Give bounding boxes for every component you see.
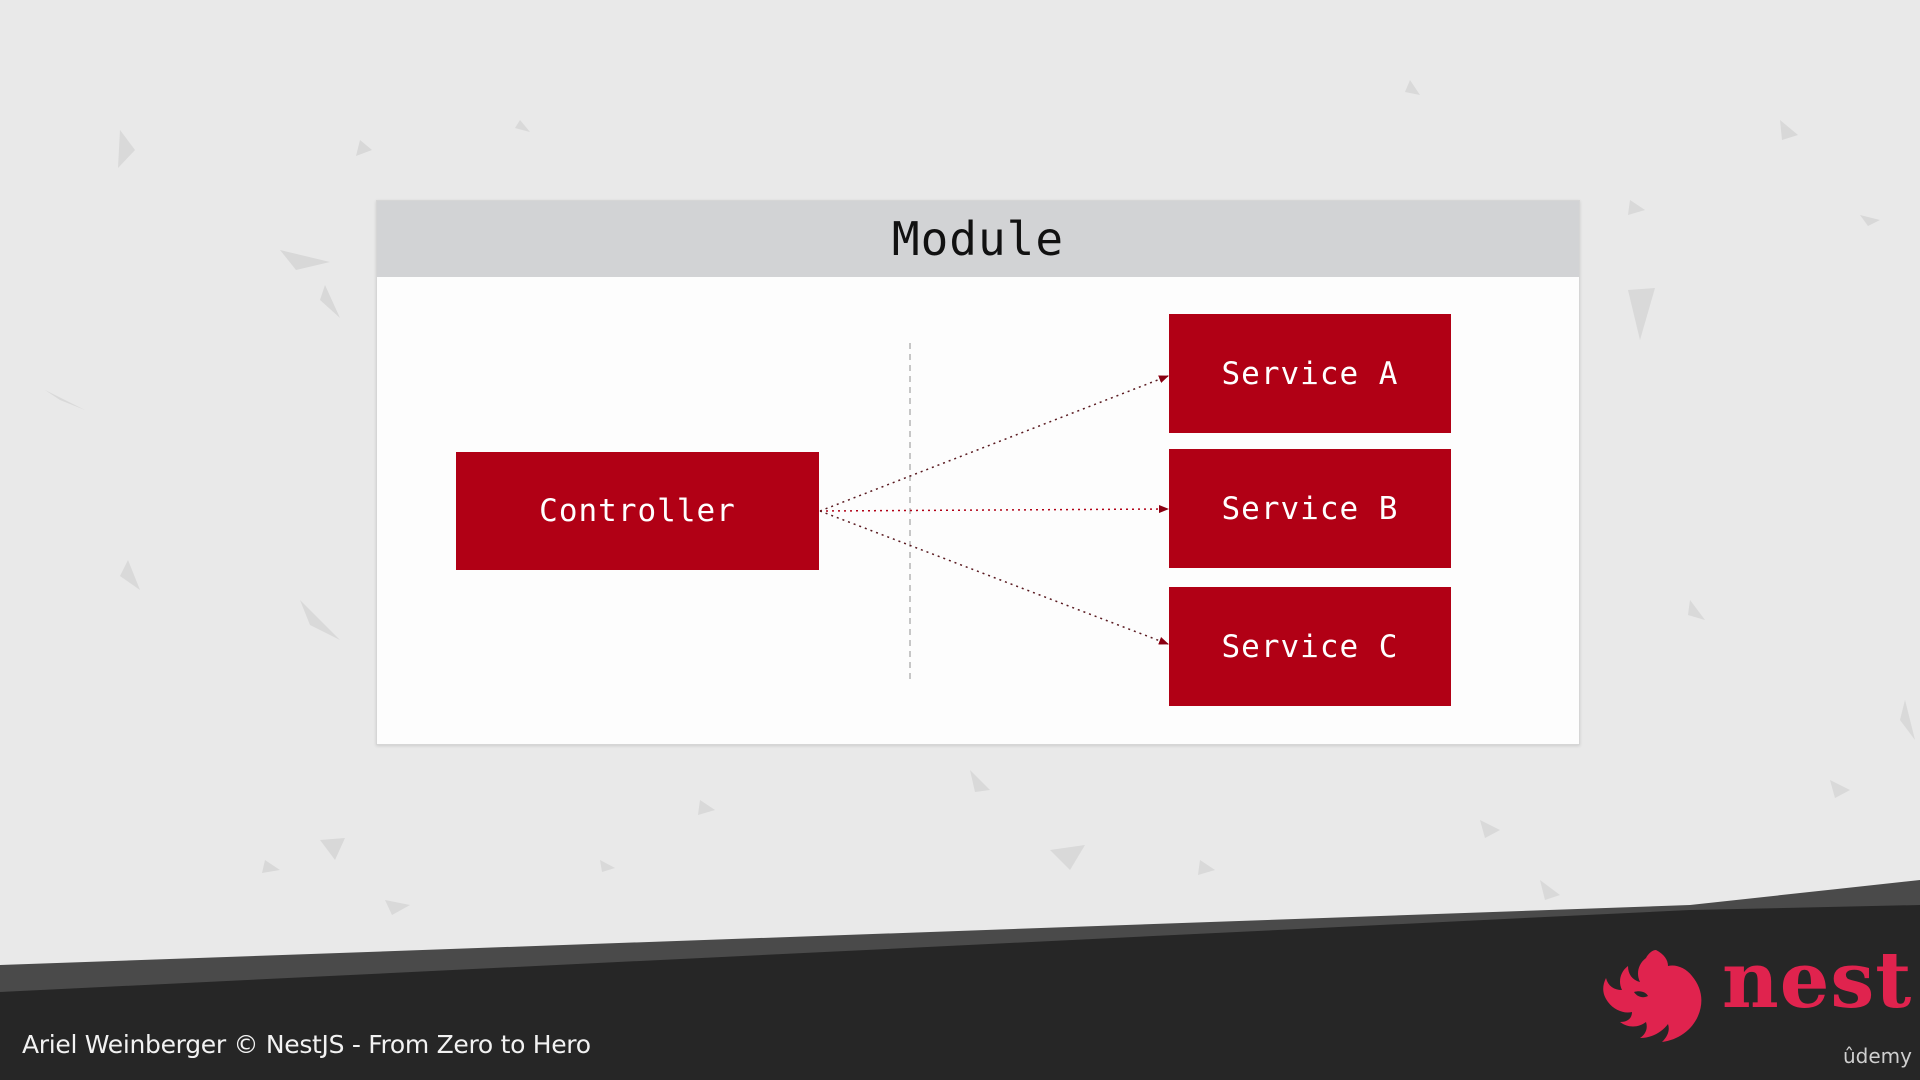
brand-wordmark: nest [1722,935,1913,1026]
arrow-to-service-a [819,375,1169,512]
footer-credit: Ariel Weinberger © NestJS - From Zero to… [22,1030,591,1059]
controller-label: Controller [539,493,736,529]
platform-watermark: ûdemy [1843,1044,1912,1068]
nestjs-cat-logo-icon [1603,950,1702,1042]
module-title: Module [891,212,1065,266]
service-a-label: Service A [1221,355,1399,392]
arrow-to-service-c [819,510,1169,645]
controller-box[interactable]: Controller [456,452,819,570]
service-b-box[interactable]: Service B [1169,449,1451,568]
arrow-to-service-b [819,505,1169,514]
service-c-box[interactable]: Service C [1169,587,1451,706]
service-c-label: Service C [1221,628,1399,665]
module-header: Module [377,201,1579,277]
service-a-box[interactable]: Service A [1169,314,1451,433]
service-b-label: Service B [1221,490,1399,527]
